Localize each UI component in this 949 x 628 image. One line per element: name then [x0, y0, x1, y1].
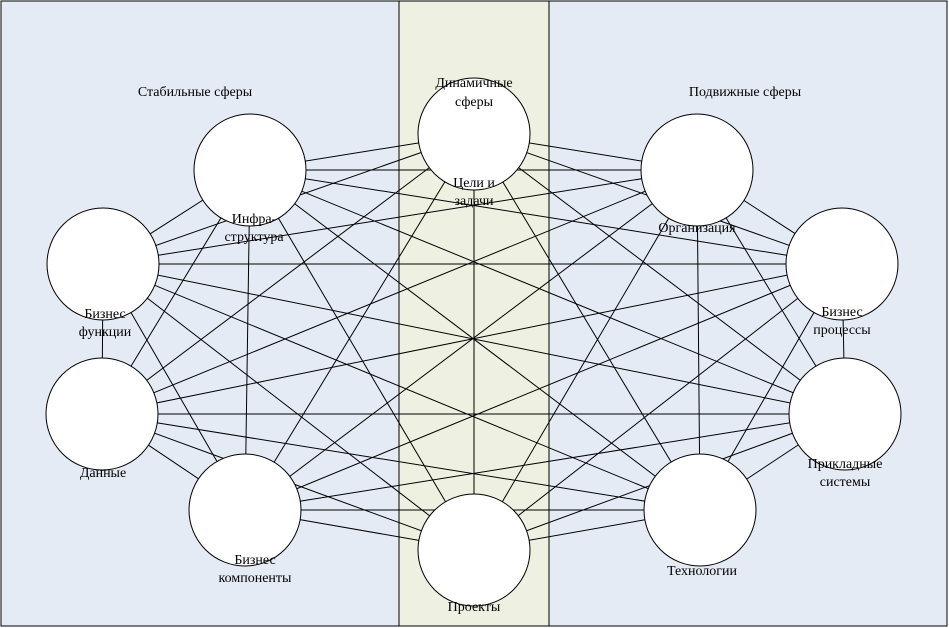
connector-bizproc-data — [101, 263, 843, 415]
sphere-data — [45, 357, 159, 471]
sphere-label-bizfunc-2: функции — [79, 325, 132, 340]
connector-bizproc-projects — [473, 263, 843, 551]
connector-org-bizfunc — [102, 169, 698, 265]
sphere-label-infra-1: Инфра- — [232, 212, 277, 227]
sphere-label-bizcomp-2: компоненты — [219, 571, 292, 586]
sphere-projects — [417, 493, 531, 607]
connector-infra-tech — [249, 169, 701, 511]
connector-data-tech — [101, 413, 701, 511]
sphere-circles — [45, 77, 902, 607]
sphere-goals — [417, 77, 531, 191]
sphere-bizfunc — [46, 207, 160, 321]
sphere-label-bizcomp-1: Бизнес — [234, 553, 275, 568]
connector-goals-data — [101, 133, 475, 415]
sphere-tech — [643, 453, 757, 567]
connector-goals-apps — [473, 133, 846, 415]
sphere-label-bizproc-2: процессы — [813, 323, 871, 338]
dynamic-spheres-heading-line1: Динамичные — [435, 76, 512, 91]
stable-spheres-heading: Стабильные сферы — [138, 85, 253, 100]
dynamic-spheres-heading-line2: сферы — [455, 95, 494, 110]
connector-infra-apps — [249, 169, 846, 415]
connector-org-projects — [473, 169, 698, 551]
connector-apps-bizcomp — [244, 413, 846, 511]
sphere-label-apps-1: Прикладные — [808, 457, 883, 472]
connector-goals-tech — [473, 133, 701, 511]
sphere-label-bizproc-1: Бизнес — [821, 305, 862, 320]
connector-bizproc-bizcomp — [244, 263, 843, 511]
connector-infra-bizproc — [249, 169, 843, 265]
sphere-label-bizfunc-1: Бизнес — [84, 307, 125, 322]
connector-infra-projects — [249, 169, 475, 551]
sphere-infra — [193, 113, 307, 227]
sphere-label-goals-2: задачи — [454, 194, 494, 209]
sphere-apps — [788, 357, 902, 471]
sphere-label-infra-2: структура — [224, 230, 284, 245]
sphere-label-org-1: Организация — [658, 221, 736, 236]
connector-bizfunc-projects — [102, 263, 475, 551]
connector-org-data — [101, 169, 698, 415]
sphere-org — [640, 113, 754, 227]
sphere-label-goals-1: Цели и — [453, 176, 495, 191]
mobile-spheres-panel — [548, 0, 948, 627]
sphere-bizproc — [785, 207, 899, 321]
sphere-label-apps-2: системы — [820, 475, 871, 490]
sphere-label-projects-1: Проекты — [448, 600, 501, 615]
connector-goals-bizcomp — [244, 133, 475, 511]
mobile-spheres-heading: Подвижные сферы — [689, 85, 802, 100]
connector-bizfunc-tech — [102, 263, 701, 511]
sphere-bizcomp — [188, 453, 302, 567]
sphere-label-tech-1: Технологии — [667, 564, 738, 579]
sphere-label-data-1: Данные — [80, 466, 126, 481]
connector-org-tech — [696, 169, 701, 511]
connector-org-bizcomp — [244, 169, 698, 511]
connector-infra-bizcomp — [244, 169, 251, 511]
